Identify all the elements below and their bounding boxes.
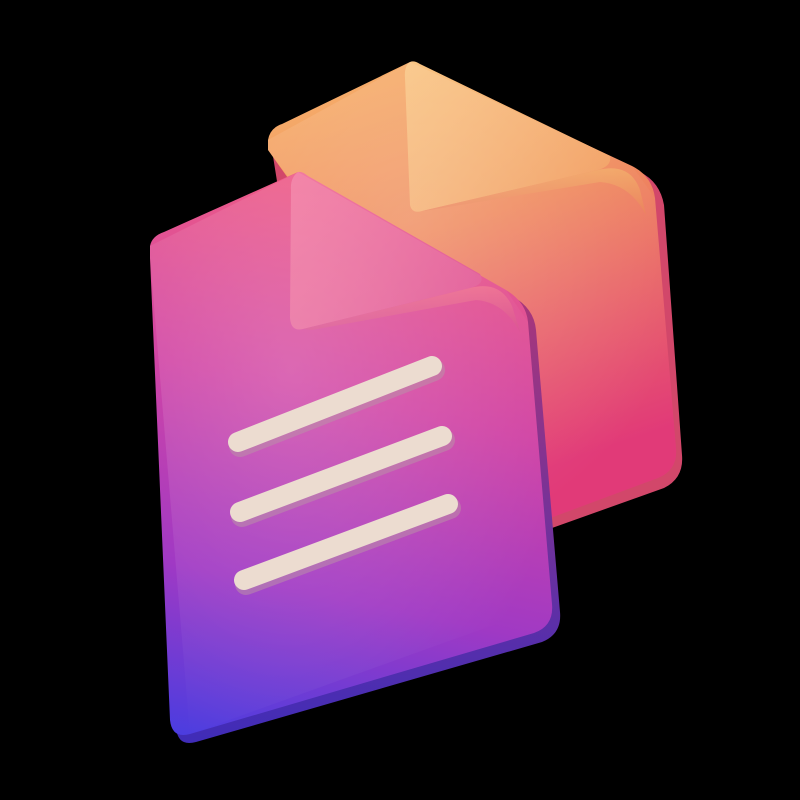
text-line-2-face [230, 426, 452, 522]
text-line-1-face [228, 356, 442, 452]
front-document-sheet [150, 171, 561, 744]
document-text-lines [228, 356, 461, 595]
back-document-sheet [268, 61, 683, 530]
text-line-3-face [234, 494, 458, 590]
